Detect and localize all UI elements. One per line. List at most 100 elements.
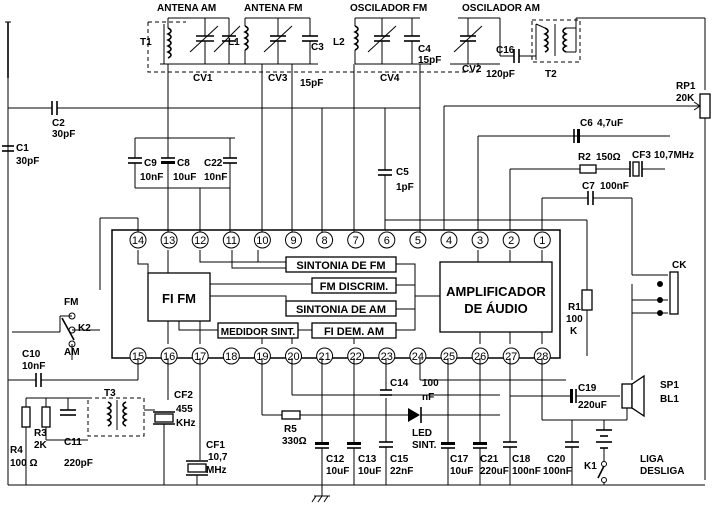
ic-pin-number: 16 (163, 351, 175, 363)
ic-pin (222, 347, 240, 365)
c18-label: C18 (512, 454, 531, 465)
led-label: LED (412, 428, 432, 439)
c6-value: 4,7uF (597, 118, 623, 129)
ic-pin-number: 19 (256, 351, 268, 363)
r1-label: R1 (568, 302, 581, 313)
header-oscilador-am: OSCILADOR AM (462, 3, 540, 14)
k2-fm-label: FM (64, 297, 78, 308)
ic-pin (160, 231, 178, 249)
desliga-label: DESLIGA (640, 466, 684, 477)
c14-value: 100 (422, 378, 439, 389)
cv3-label: CV3 (268, 73, 288, 84)
ic-pin-number: 28 (536, 351, 548, 363)
c5-label: C5 (396, 167, 409, 178)
block-medidor-sint-label: MEDIDOR SINT. (221, 327, 296, 338)
cv4-label: CV4 (380, 73, 400, 84)
ic-pin (533, 231, 551, 249)
c21-label: C21 (480, 454, 499, 465)
header-oscilador-fm: OSCILADOR FM (350, 3, 427, 14)
r1-unit: K (570, 326, 578, 337)
ic-pin-number: 1 (539, 235, 545, 247)
t3-coil (106, 401, 112, 427)
cf1-unit: MHz (206, 465, 227, 476)
k2-switch-lever (61, 317, 75, 341)
sp1-label: SP1 (660, 380, 679, 391)
r1-resistor (581, 289, 593, 311)
ic-pin-number: 3 (477, 235, 483, 247)
c21-plate (473, 442, 487, 445)
k2-am-label: AM (64, 347, 80, 358)
ic-pin (347, 231, 365, 249)
c17-label: C17 (450, 454, 469, 465)
ic-pin (378, 347, 396, 365)
gang-line (147, 22, 479, 73)
led-sint (408, 408, 420, 422)
t3-label: T3 (104, 388, 116, 399)
c4-value: 15pF (418, 55, 441, 66)
c8-label: C8 (177, 158, 190, 169)
ic-pin (160, 347, 178, 365)
ck-label: CK (672, 260, 687, 271)
ic-pin-number: 23 (381, 351, 393, 363)
r4-label: R4 (10, 445, 23, 456)
ic-pin-number: 21 (318, 351, 330, 363)
c20-value: 100nF (543, 466, 572, 477)
ic-pin-number: 20 (287, 351, 299, 363)
c21-value: 220uF (480, 466, 509, 477)
r4-resistor (21, 406, 31, 428)
l2-coil (353, 25, 359, 51)
block-fi-fm-label: FI FM (162, 291, 196, 306)
ic-pin (471, 231, 489, 249)
c2-value: 30pF (52, 129, 75, 140)
cv3-value: 15pF (300, 78, 323, 89)
c17-value: 10uF (450, 466, 473, 477)
c11-label: C11 (64, 437, 82, 448)
c16-value: 120pF (486, 69, 515, 80)
ck-jack (669, 271, 679, 315)
ic-pin (440, 347, 458, 365)
c16-label: C16 (496, 45, 515, 56)
ic-pin-number: 2 (508, 235, 514, 247)
ic-pin-number: 17 (194, 351, 206, 363)
c22-label: C22 (204, 158, 223, 169)
rp1-pot (699, 93, 711, 119)
cf1-label: CF1 (206, 440, 225, 451)
ic-pin-number: 24 (412, 351, 424, 363)
c3-label: C3 (311, 42, 324, 53)
r1-value: 100 (566, 314, 583, 325)
t2-coil-a (543, 27, 549, 53)
block-sintonia-am-label: SINTONIA DE AM (296, 304, 386, 316)
r5-resistor (281, 410, 301, 420)
cf2-value: 455 (176, 404, 193, 415)
ic-pin (285, 347, 302, 365)
c9-label: C9 (144, 158, 157, 169)
c5-value: 1pF (396, 182, 414, 193)
k1-label: K1 (584, 461, 597, 472)
tuned-circuits (147, 17, 581, 73)
c9-value: 10nF (140, 172, 163, 183)
ic-pin-number: 5 (415, 235, 421, 247)
ic-pin (409, 231, 427, 249)
block-fm-discrim-label: FM DISCRIM. (320, 281, 388, 293)
ic-pin (378, 231, 396, 249)
r2-label: R2 (578, 152, 591, 163)
r2-value: 150Ω (596, 152, 621, 163)
cv2-label: CV2 (462, 64, 482, 75)
c12-plate (315, 442, 329, 445)
ic-pin (409, 347, 427, 365)
liga-label: LIGA (640, 454, 664, 465)
ic-pin-number: 4 (446, 235, 452, 247)
ic-pin-number: 8 (322, 235, 328, 247)
c22-value: 10nF (204, 172, 227, 183)
l2-label: L2 (333, 37, 345, 48)
c18-value: 100nF (512, 466, 541, 477)
c6-label: C6 (580, 118, 593, 129)
t1-coil (166, 27, 172, 59)
ic-pin-number: 6 (384, 235, 390, 247)
c1-label: C1 (16, 143, 29, 154)
rp1-label: RP1 (676, 81, 696, 92)
ic-pin-number: 15 (132, 351, 144, 363)
block-sintonia-fm-label: SINTONIA DE FM (296, 260, 385, 272)
header-antena-fm: ANTENA FM (244, 3, 303, 14)
